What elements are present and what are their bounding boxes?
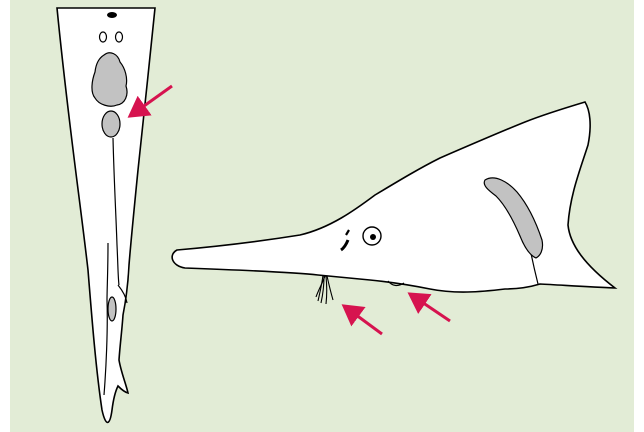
ventral-pore-right [116,32,123,42]
ventral-nostril [107,12,117,18]
lateral-pupil [370,234,376,240]
ventral-grey-oval [102,111,120,137]
ventral-pore-left [100,32,107,42]
ventral-tip-oval [108,297,116,321]
